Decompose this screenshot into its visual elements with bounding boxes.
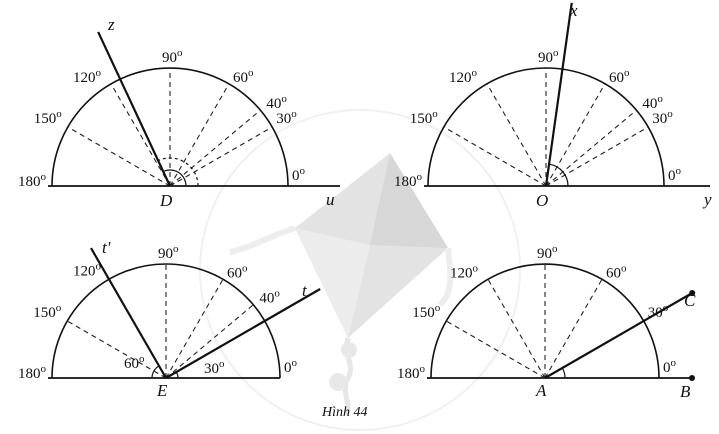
protractor-E: 0o 40o 60o 90o 120o 150o 180o t' tE 60o 30o [18, 238, 321, 400]
tick-label-180: 180o [18, 171, 47, 190]
tick-label-90: 90o [162, 47, 183, 66]
ray-label: z [107, 15, 115, 34]
point-dot [689, 375, 695, 381]
tick-label-120: 120o [73, 260, 102, 279]
tick-label-150: 150o [412, 302, 441, 321]
dashed-radius-40 [169, 109, 261, 187]
dashed-radius-120 [487, 278, 546, 379]
angle-mark [548, 163, 569, 187]
tick-label-0: 0o [663, 357, 677, 376]
tick-label-40: 40o [266, 93, 287, 112]
ray-label: t' [102, 238, 111, 257]
tick-label-90: 90o [158, 243, 179, 262]
dashed-radius-60 [545, 83, 606, 187]
protractor-A: 0o30o60o90o120o150o180oCBA [397, 243, 696, 401]
ray-label: t [302, 281, 308, 300]
ray-E-0 [90, 247, 167, 379]
angle-mark [561, 367, 566, 379]
tick-label-180: 180o [397, 363, 426, 382]
tick-label-0: 0o [284, 357, 298, 376]
ray-D-0 [97, 31, 171, 187]
vertex-label: E [156, 381, 168, 400]
dashed-radius-150 [67, 126, 171, 187]
point-dot [689, 290, 696, 296]
tick-label-60: 60o [609, 67, 630, 86]
angle-value-60: 60o [124, 353, 145, 372]
protractor-arc [51, 263, 281, 379]
ray-label: x [569, 1, 578, 20]
protractor-arc [430, 263, 660, 379]
tick-label-0: 0o [292, 165, 306, 184]
tick-label-60: 60o [233, 67, 254, 86]
tick-label-90: 90o [537, 243, 558, 262]
tick-label-60: 60o [227, 262, 248, 281]
dashed-radius-30 [169, 126, 273, 187]
ray-A-0 [544, 292, 693, 379]
dashed-radius-60 [169, 83, 230, 187]
dashed-radius-30 [545, 126, 649, 187]
tick-label-180: 180o [18, 363, 47, 382]
dashed-radius-150 [443, 126, 547, 187]
dashed-radius-60 [544, 278, 603, 379]
tick-label-40: 40o [642, 93, 663, 112]
tick-label-150: 150o [33, 302, 61, 321]
tick-label-0: 0o [668, 165, 682, 184]
ray-E-1 [165, 288, 321, 379]
tick-label-120: 120o [450, 262, 479, 281]
dashed-radius-150 [66, 320, 167, 379]
dashed-radius-40 [165, 304, 254, 379]
tick-label-150: 150o [410, 108, 439, 127]
figure-caption: Hình 44 [321, 405, 368, 420]
kite-watermark [199, 109, 521, 431]
ray-label: u [326, 190, 335, 209]
dashed-radius-120 [110, 83, 171, 187]
angle-mark [162, 169, 187, 187]
tick-label-40: 40o [259, 288, 280, 307]
dashed-radius-120 [486, 83, 547, 187]
tick-label-90: 90o [538, 47, 559, 66]
tick-label-60: 60o [606, 262, 627, 281]
vertex-label: O [536, 191, 548, 210]
angle-mark-outer [157, 157, 199, 187]
vertex-label: D [159, 191, 173, 210]
ray-label: C [684, 291, 696, 310]
dashed-radius-150 [445, 320, 546, 379]
tick-label-180: 180o [394, 171, 423, 190]
vertex-label: A [535, 381, 547, 400]
ray-label: y [702, 190, 712, 209]
ray-O-0 [544, 2, 573, 187]
tick-label-150: 150o [34, 108, 63, 127]
tick-label-120: 120o [73, 67, 102, 86]
dashed-radius-60 [165, 278, 224, 379]
ray-label: B [680, 382, 691, 401]
angle-value-30: 30o [204, 358, 225, 377]
dashed-radius-40 [545, 109, 637, 187]
tick-label-120: 120o [449, 67, 478, 86]
